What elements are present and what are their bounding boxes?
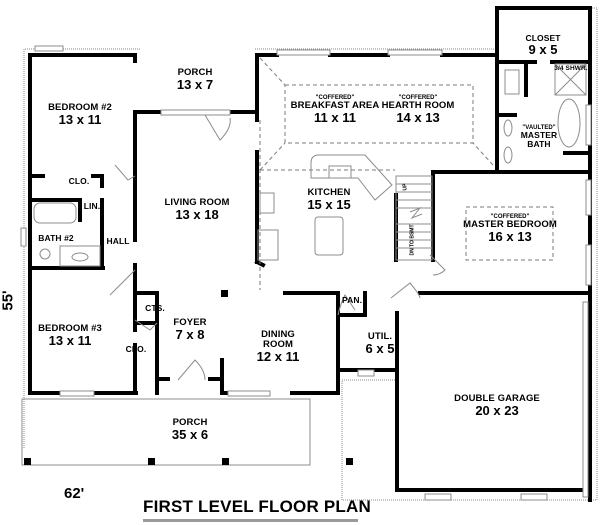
room-dimension: 12 x 11 (256, 348, 300, 364)
room-name: MASTER (520, 130, 558, 141)
depth-dimension: 55' (0, 290, 17, 311)
room-shower: 3/4 SHWR. (554, 65, 588, 73)
room-dimension: 15 x 15 (307, 196, 351, 212)
room-name: BATH #2 (38, 233, 74, 243)
ceiling-note: "VAULTED" (522, 125, 556, 131)
room-name: BEDROOM #2 (48, 102, 112, 113)
room-name: BREAKFAST AREA (290, 100, 380, 112)
room-name: CLOSET (525, 33, 561, 43)
room-name: DOUBLE GARAGE (454, 393, 540, 404)
room-porch-rear: PORCH 13 x 7 (177, 68, 213, 92)
stairs (395, 175, 433, 261)
room-name: PORCH (172, 417, 208, 428)
room-dining: DINING ROOM 12 x 11 (257, 330, 300, 364)
room-utility: UTIL. 6 x 5 (366, 332, 395, 356)
room-porch-front: PORCH 35 x 6 (172, 418, 208, 442)
windows (20, 45, 592, 501)
room-dimension: 20 x 23 (475, 402, 519, 418)
room-breakfast-area: "COFFERED" BREAKFAST AREA 11 x 11 (291, 95, 380, 125)
room-name: DINING (261, 329, 295, 340)
room-dimension: 13 x 18 (175, 206, 219, 222)
room-closet: CLOSET 9 x 5 (525, 34, 560, 57)
room-dimension: 16 x 13 (488, 229, 532, 245)
room-dimension: 13 x 7 (176, 76, 214, 92)
room-name: PORCH (177, 67, 213, 78)
room-name: KITCHEN (307, 187, 351, 198)
room-name: FOYER (173, 317, 207, 328)
room-master-bedroom: "COFFERED" MASTER BEDROOM 16 x 13 (463, 214, 557, 244)
room-bedroom-2: BEDROOM #2 13 x 11 (48, 103, 112, 127)
room-name-line2: ROOM (263, 338, 293, 350)
room-foyer: FOYER 7 x 8 (173, 318, 206, 342)
room-name: HALL (106, 236, 130, 246)
room-master-bath: "VAULTED" MASTER BATH (521, 125, 558, 149)
kitchen-fixtures (257, 154, 393, 261)
exterior-outline (21, 7, 598, 501)
doors (109, 114, 446, 381)
ceiling-note: "COFFERED" (315, 95, 355, 101)
room-name: CLO. (125, 344, 147, 354)
room-dimension: 11 x 11 (314, 110, 356, 126)
room-name: CLO. (68, 176, 90, 186)
bath-fixtures (33, 63, 587, 267)
room-pantry: PAN. (342, 296, 362, 305)
room-kitchen: KITCHEN 15 x 15 (307, 188, 350, 212)
room-dimension: 6 x 5 (365, 340, 395, 356)
title-underline (143, 519, 358, 522)
room-bedroom-3: BEDROOM #3 13 x 11 (38, 324, 102, 348)
room-closet-bedroom-3: CLO. (126, 345, 147, 354)
room-name: BEDROOM #3 (38, 323, 102, 334)
ceiling-note: "COFFERED" (490, 214, 530, 220)
room-hall: HALL (106, 237, 129, 246)
room-dimension: 35 x 6 (171, 426, 209, 442)
stairs-down-label: DN TO BSMT (409, 224, 416, 256)
room-linen: LIN. (84, 202, 100, 211)
room-dimension: 9 x 5 (528, 41, 558, 57)
room-bath-2: BATH #2 (38, 234, 74, 243)
room-name: CTS. (145, 303, 165, 313)
room-name: LIN. (83, 201, 101, 211)
room-dimension: 13 x 11 (58, 111, 102, 127)
porch-columns (24, 290, 353, 465)
room-name: MASTER BEDROOM (463, 219, 557, 231)
stairs-up-label: UP (402, 183, 409, 191)
room-closet-bedroom-2: CLO. (69, 177, 90, 186)
ceiling-note: "COFFERED" (398, 95, 438, 101)
width-dimension: 62' (64, 485, 85, 502)
room-dimension: 14 x 13 (396, 110, 440, 126)
room-name: UTIL. (367, 331, 393, 342)
room-name: LIVING ROOM (164, 197, 230, 208)
ceiling-outlines (259, 57, 554, 290)
plan-title: FIRST LEVEL FLOOR PLAN (143, 497, 371, 516)
room-name: PAN. (341, 295, 363, 305)
room-living-room: LIVING ROOM 13 x 18 (165, 198, 230, 222)
room-dimension: 7 x 8 (175, 326, 205, 342)
room-coats: CTS. (145, 304, 165, 313)
room-dimension: 13 x 11 (48, 332, 92, 348)
room-name-line2: BATH (527, 139, 551, 150)
room-hearth-room: "COFFERED" HEARTH ROOM 14 x 13 (382, 95, 455, 125)
room-double-garage: DOUBLE GARAGE 20 x 23 (454, 394, 540, 418)
room-name: 3/4 SHWR. (554, 65, 588, 72)
room-name: HEARTH ROOM (381, 100, 455, 112)
